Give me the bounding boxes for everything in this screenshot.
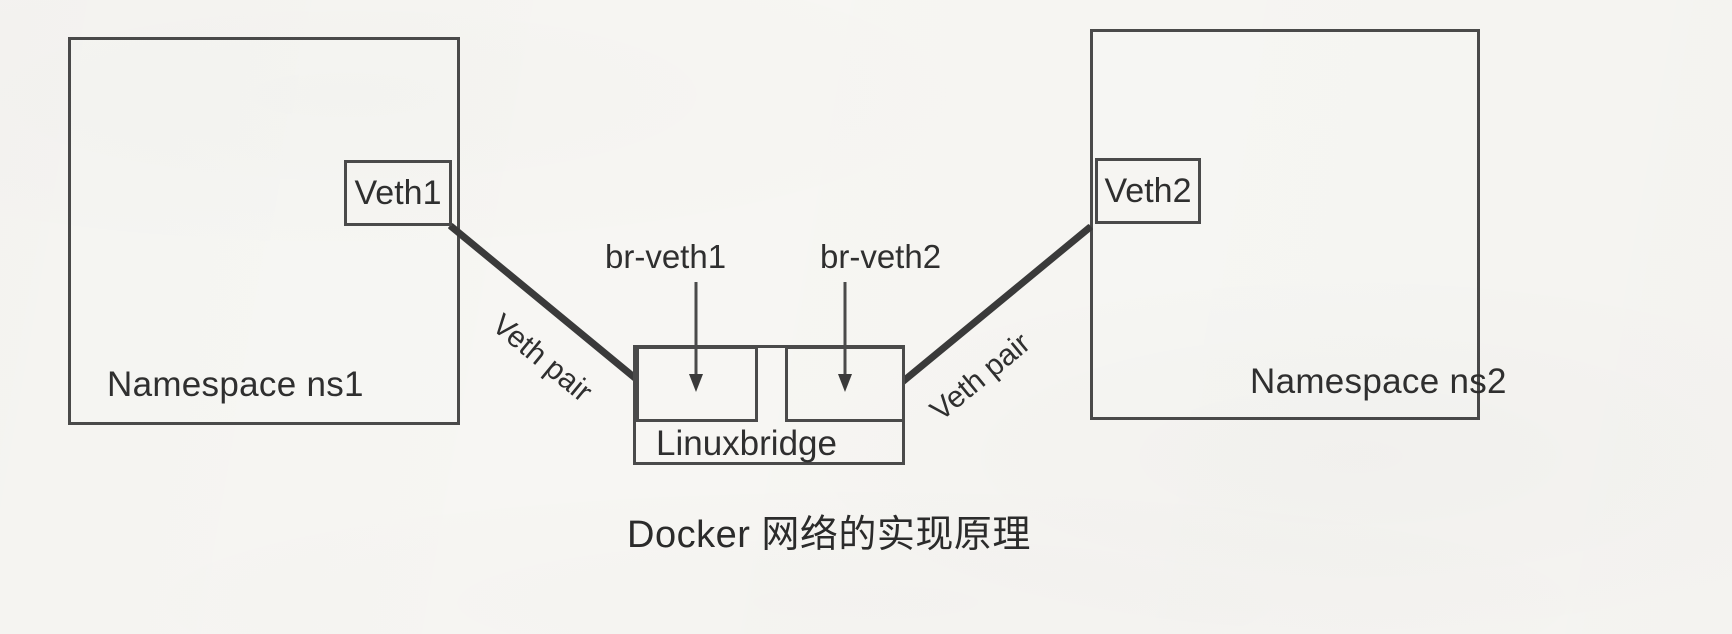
namespace-box-ns1 bbox=[68, 37, 460, 425]
veth-box-veth1: Veth1 bbox=[344, 160, 452, 226]
namespace-label-ns1: Namespace ns1 bbox=[107, 365, 364, 404]
veth-box-veth2: Veth2 bbox=[1095, 158, 1201, 224]
namespace-box-ns2 bbox=[1090, 29, 1480, 420]
veth-box-veth1-label: Veth1 bbox=[354, 173, 442, 212]
figure-caption: Docker 网络的实现原理 bbox=[627, 514, 1031, 556]
veth-box-veth2-label: Veth2 bbox=[1104, 171, 1192, 210]
br-veth2-label: br-veth2 bbox=[820, 238, 942, 275]
br-veth1-label: br-veth1 bbox=[605, 238, 727, 275]
veth-pair-label-right: Veth pair bbox=[924, 326, 1037, 428]
veth-pair-label-left: Veth pair bbox=[485, 307, 599, 409]
br-veth1-arrow-icon bbox=[689, 282, 703, 392]
namespace-label-ns2: Namespace ns2 bbox=[1250, 362, 1507, 401]
br-veth2-arrow-icon bbox=[838, 282, 852, 392]
linuxbridge-label: Linuxbridge bbox=[656, 424, 837, 463]
